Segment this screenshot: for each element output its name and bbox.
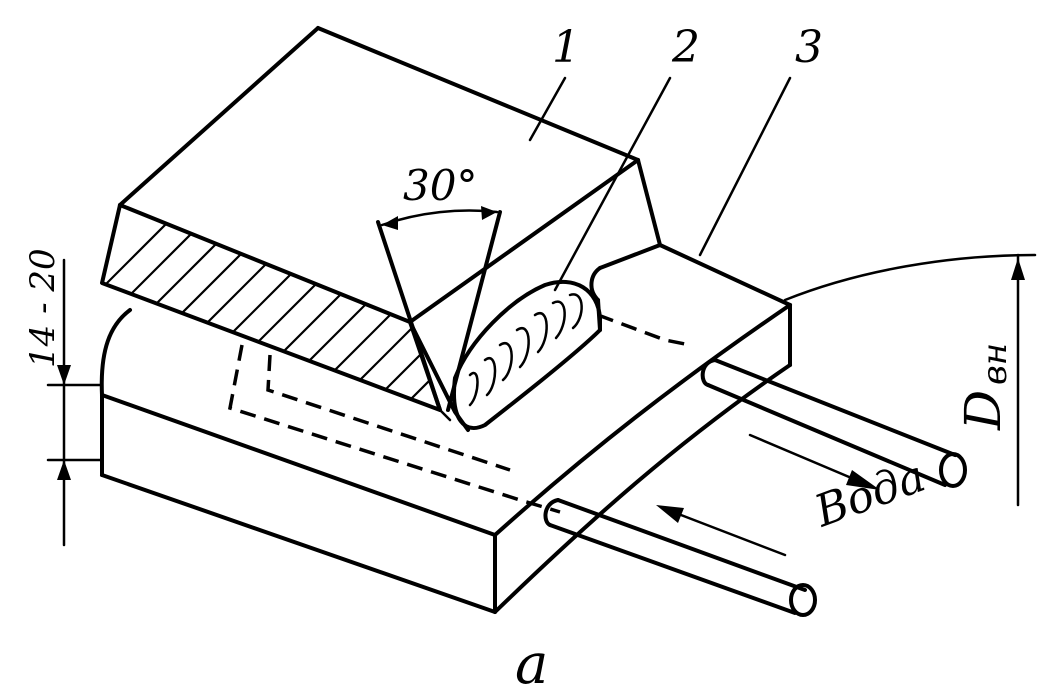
dim-gap-arrow-bottom — [57, 460, 71, 480]
tube-lower-back — [543, 498, 560, 527]
label-part-1: 1 — [552, 22, 580, 73]
arrow-out-head — [846, 470, 880, 490]
hidden-channel — [227, 313, 691, 514]
plate-bevel-top-edge — [408, 158, 640, 324]
backing-curved-face-top — [493, 303, 792, 537]
channel-inner-dashed — [266, 354, 511, 472]
angle-ray-left — [376, 220, 442, 412]
label-water: Вода — [807, 451, 932, 538]
plate-left-top-edge — [118, 26, 320, 207]
label-angle: 30° — [403, 161, 477, 210]
groove-root — [438, 408, 452, 422]
angle-arrow-left — [382, 216, 398, 230]
dimension-diameter — [1011, 253, 1025, 507]
angle-arc — [380, 209, 499, 227]
backing-curved-face-bottom — [493, 363, 792, 614]
label-diameter: D — [954, 390, 1012, 431]
backing-block — [99, 253, 1037, 614]
label-part-3: 3 — [795, 22, 823, 73]
bead-ripple-7 — [568, 293, 583, 330]
bead-ripple-4 — [515, 326, 530, 369]
bead-ripple-2 — [483, 356, 497, 397]
bead-ripple-3 — [498, 341, 513, 382]
bead-ripple-5 — [533, 311, 548, 354]
tube-upper-bottom — [706, 383, 947, 487]
channel-outer-dashed — [227, 344, 561, 514]
arrow-in-line — [666, 508, 787, 557]
groove-bevel-left — [408, 320, 470, 432]
backing-top-front-edge — [100, 393, 497, 537]
leader-2 — [553, 76, 672, 292]
label-gap-dimension: 14 - 20 — [23, 248, 63, 368]
arrow-in-head — [656, 505, 684, 523]
angle-arrow-right — [481, 206, 497, 220]
tube-lower-bottom — [548, 523, 797, 615]
flow-arrows — [656, 433, 880, 557]
tube-lower-top — [556, 498, 807, 592]
leader-1 — [528, 76, 567, 142]
cooling-tubes — [543, 358, 967, 617]
tube-lower-end — [789, 583, 817, 617]
label-part-2: 2 — [671, 22, 700, 73]
angle-indicator — [376, 206, 502, 412]
angle-ray-right — [446, 210, 502, 412]
weld-bead-outline — [452, 279, 602, 430]
leader-3 — [698, 76, 792, 257]
weld-bead-part-2 — [452, 279, 602, 430]
plate-hatching — [102, 205, 440, 410]
bead-ripple-1 — [468, 371, 479, 407]
arrow-out-line — [748, 433, 870, 487]
leaders — [528, 76, 792, 292]
plate-right-edge — [636, 158, 662, 247]
label-diameter-sub: вн — [975, 343, 1015, 385]
tube-upper-end — [939, 452, 967, 488]
dim-gap-arrow-top — [57, 365, 71, 385]
backing-bottom-edge — [100, 473, 497, 614]
tube-upper-top — [713, 358, 957, 457]
dim-d-arrow — [1011, 258, 1025, 280]
figure-caption: a — [515, 632, 548, 697]
dimension-gap — [46, 258, 102, 547]
channel-right-dashed — [597, 313, 691, 347]
strip-part-3 — [589, 243, 792, 332]
plate-back-top-edge — [316, 26, 640, 162]
strip-left-edge — [598, 243, 662, 270]
backing-left-curve — [99, 308, 132, 397]
strip-top-edge — [658, 243, 792, 307]
bead-ripple-6 — [551, 300, 566, 340]
pipe-arc — [783, 253, 1037, 302]
tube-upper-back — [700, 358, 717, 387]
